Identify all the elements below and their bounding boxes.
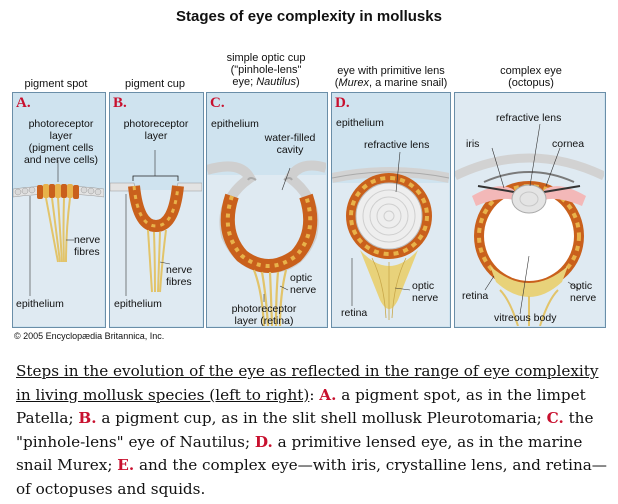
stage-c-heading-line3: eye; Nautilus) [232, 76, 300, 88]
d-label-optic-nerve: optic nerve [412, 280, 439, 304]
copyright-notice: © 2005 Encyclopædia Britannica, Inc. [14, 331, 165, 341]
stage-e-heading: complex eye (octopus) [456, 65, 606, 89]
stage-a-heading: pigment spot [8, 78, 104, 90]
b-label-nerve-fibres: nerve fibres [166, 264, 193, 288]
e-label-optic-nerve: optic nerve [570, 280, 597, 304]
stage-e-heading-line2: (octopus) [508, 77, 554, 89]
c-label-photoreceptor-retina: photoreceptor layer (retina) [231, 303, 297, 327]
a-label-nerve-fibres: nerve fibres [74, 234, 101, 258]
stage-c-letter: C. [210, 95, 225, 111]
caption-letter-e: E. [117, 456, 135, 474]
stage-d-heading: eye with primitive lens (Murex, a marine… [326, 65, 456, 89]
stage-c-heading: simple optic cup ("pinhole-lens" eye; Na… [206, 52, 326, 88]
d-label-refractive-lens: refractive lens [364, 139, 430, 151]
a-label-epithelium: epithelium [16, 298, 64, 310]
d-label-retina: retina [341, 307, 368, 319]
stage-c-eye-drawing [207, 160, 326, 326]
c-label-water-filled-cavity: water-filled cavity [264, 132, 316, 156]
d-label-epithelium: epithelium [336, 117, 384, 129]
figure-caption: Steps in the evolution of the eye as ref… [16, 362, 607, 498]
stage-b-letter: B. [113, 95, 127, 111]
caption-letter-a: A. [319, 385, 337, 404]
stage-a-eye-drawing [13, 160, 104, 326]
stage-e-eye-drawing [455, 93, 604, 326]
stage-d-eye-drawing [332, 151, 449, 326]
stage-d-heading-line1: eye with primitive lens [337, 65, 445, 77]
stage-e-heading-line1: complex eye [500, 65, 562, 77]
caption-text-e: and the complex eye—with iris, crystalli… [16, 456, 607, 498]
e-label-cornea: cornea [552, 138, 585, 150]
stage-d-letter: D. [335, 95, 350, 111]
e-label-retina: retina [462, 290, 489, 302]
stage-c-heading-line2: ("pinhole-lens" [230, 64, 302, 76]
b-label-epithelium: epithelium [114, 298, 162, 310]
caption-letter-d: D. [254, 432, 273, 451]
diagram-title: Stages of eye complexity in mollusks [176, 8, 442, 25]
stage-b-eye-drawing [110, 150, 202, 326]
stage-a-letter: A. [16, 95, 31, 111]
c-label-optic-nerve: optic nerve [290, 272, 317, 296]
caption-text-d: a primitive lensed eye, as in the marine… [16, 432, 583, 475]
caption-letter-b: B. [78, 409, 97, 427]
stage-a-heading-line1: pigment spot [24, 78, 88, 90]
caption-letter-c: C. [546, 409, 564, 427]
a-label-photoreceptor: photoreceptor layer (pigment cells and n… [23, 118, 99, 166]
caption-intro: Steps in the evolution of the eye as ref… [16, 362, 599, 404]
b-label-photoreceptor: photoreceptor layer [123, 118, 189, 142]
stage-b-heading: pigment cup [108, 78, 202, 90]
e-label-refractive-lens: refractive lens [496, 112, 562, 124]
caption-text-b: a pigment cup, as in the slit shell moll… [96, 409, 547, 427]
e-label-vitreous-body: vitreous body [494, 312, 557, 324]
stage-d-heading-line2: (Murex, a marine snail) [334, 77, 448, 89]
caption-text-c: the "pinhole-lens" eye of Nautilus; [16, 409, 594, 451]
caption-text-a: a pigment spot, as in the limpet Patella… [16, 385, 586, 428]
stage-c-heading-line1: simple optic cup [226, 52, 306, 64]
stage-b-heading-line1: pigment cup [125, 78, 185, 90]
c-label-epithelium: epithelium [211, 118, 259, 130]
e-label-iris: iris [466, 138, 480, 150]
